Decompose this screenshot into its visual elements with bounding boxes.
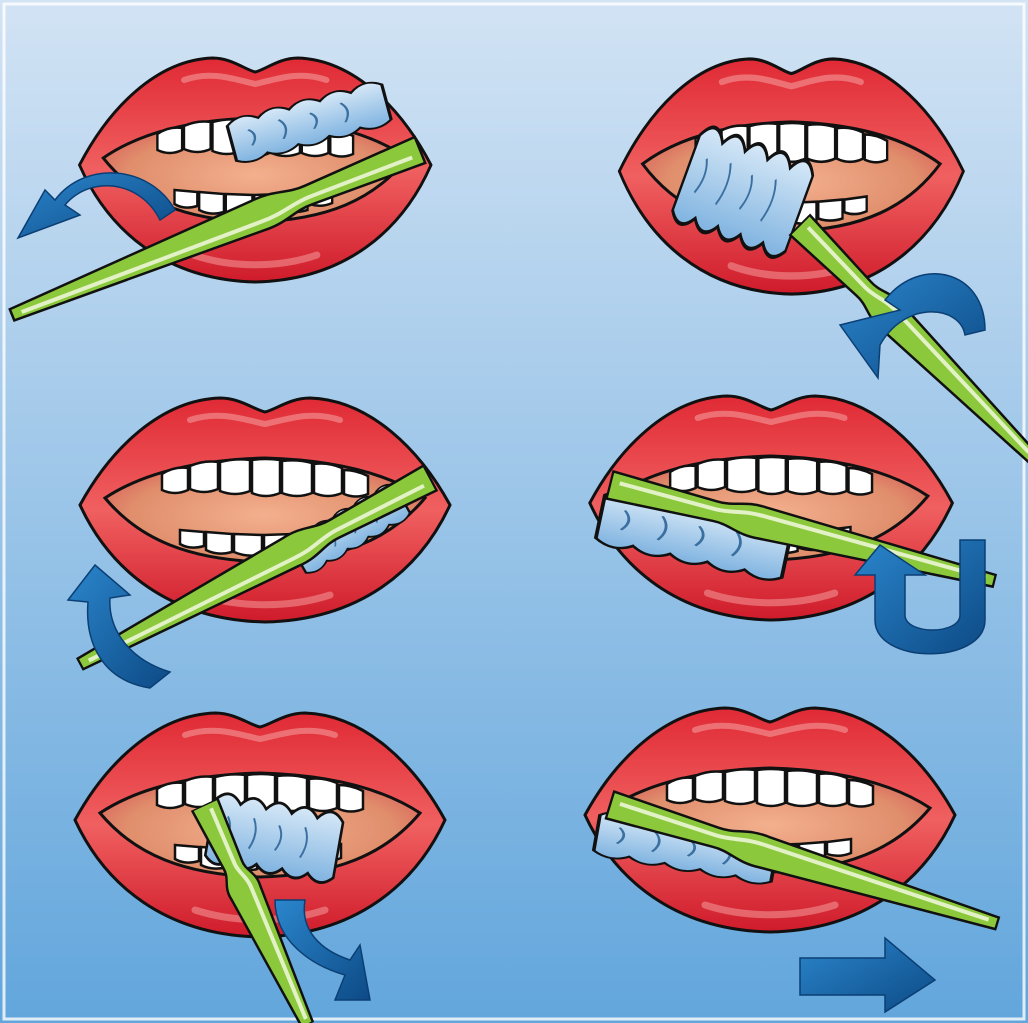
illustration-svg [0,0,1028,1023]
toothbrushing-illustration [0,0,1028,1023]
